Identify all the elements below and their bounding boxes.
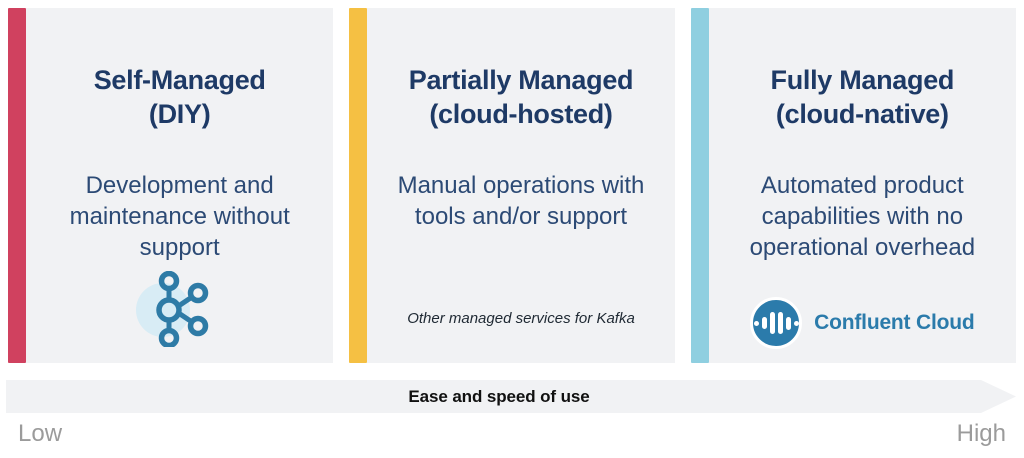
confluent-bar-4 xyxy=(785,316,791,330)
panel-description-partially-managed: Manual operations with tools and/or supp… xyxy=(397,171,645,230)
panel-accent-bar-blue xyxy=(690,8,709,363)
panel-body-self-managed: Self-Managed (DIY) Development and maint… xyxy=(26,8,334,363)
panel-fully-managed: Fully Managed (cloud-native) Automated p… xyxy=(690,8,1016,363)
panel-note-partially-managed: Other managed services for Kafka xyxy=(407,309,635,327)
panel-title-fully-managed: Fully Managed (cloud-native) xyxy=(771,64,955,132)
panel-logo-slot-fully-managed: Confluent Cloud xyxy=(750,297,975,349)
panel-description-fully-managed: Automated product capabilities with no o… xyxy=(749,171,976,261)
maturity-panels: Self-Managed (DIY) Development and maint… xyxy=(8,8,1016,363)
confluent-bar-dot-left xyxy=(753,320,759,326)
confluent-cloud-logo: Confluent Cloud xyxy=(750,297,975,349)
confluent-mark-icon xyxy=(750,297,803,349)
confluent-bar-3 xyxy=(777,312,783,334)
confluent-bar-1 xyxy=(761,317,767,329)
panel-title-line1: Fully Managed xyxy=(770,65,955,95)
panel-self-managed: Self-Managed (DIY) Development and maint… xyxy=(8,8,334,363)
panel-description-self-managed: Development and maintenance without supp… xyxy=(69,171,290,261)
panel-title-line2: (DIY) xyxy=(148,98,211,129)
panel-body-fully-managed: Fully Managed (cloud-native) Automated p… xyxy=(708,8,1016,363)
panel-title-self-managed: Self-Managed (DIY) xyxy=(94,64,266,132)
panel-title-partially-managed: Partially Managed (cloud-hosted) xyxy=(408,64,634,132)
panel-title-line1: Self-Managed xyxy=(93,65,266,95)
confluent-cloud-wordmark: Confluent Cloud xyxy=(814,311,975,334)
panel-partially-managed: Partially Managed (cloud-hosted) Manual … xyxy=(349,8,675,363)
scale-label-high: High xyxy=(956,420,1006,447)
panel-title-line2: (cloud-native) xyxy=(775,98,949,129)
confluent-bar-2 xyxy=(769,312,775,334)
arrow-label: Ease and speed of use xyxy=(408,386,590,406)
panel-accent-bar-yellow xyxy=(349,8,368,363)
kafka-logo xyxy=(134,269,226,349)
panel-title-line2: (cloud-hosted) xyxy=(429,98,613,129)
ease-of-use-arrow: Ease and speed of use xyxy=(6,380,1016,413)
panel-body-partially-managed: Partially Managed (cloud-hosted) Manual … xyxy=(367,8,675,363)
scale-label-low: Low xyxy=(18,420,63,447)
kafka-icon xyxy=(155,271,208,347)
confluent-bar-dot-right xyxy=(793,320,799,326)
panel-accent-bar-red xyxy=(8,8,26,363)
panel-title-line1: Partially Managed xyxy=(408,65,634,95)
panel-logo-slot-self-managed xyxy=(134,269,226,349)
